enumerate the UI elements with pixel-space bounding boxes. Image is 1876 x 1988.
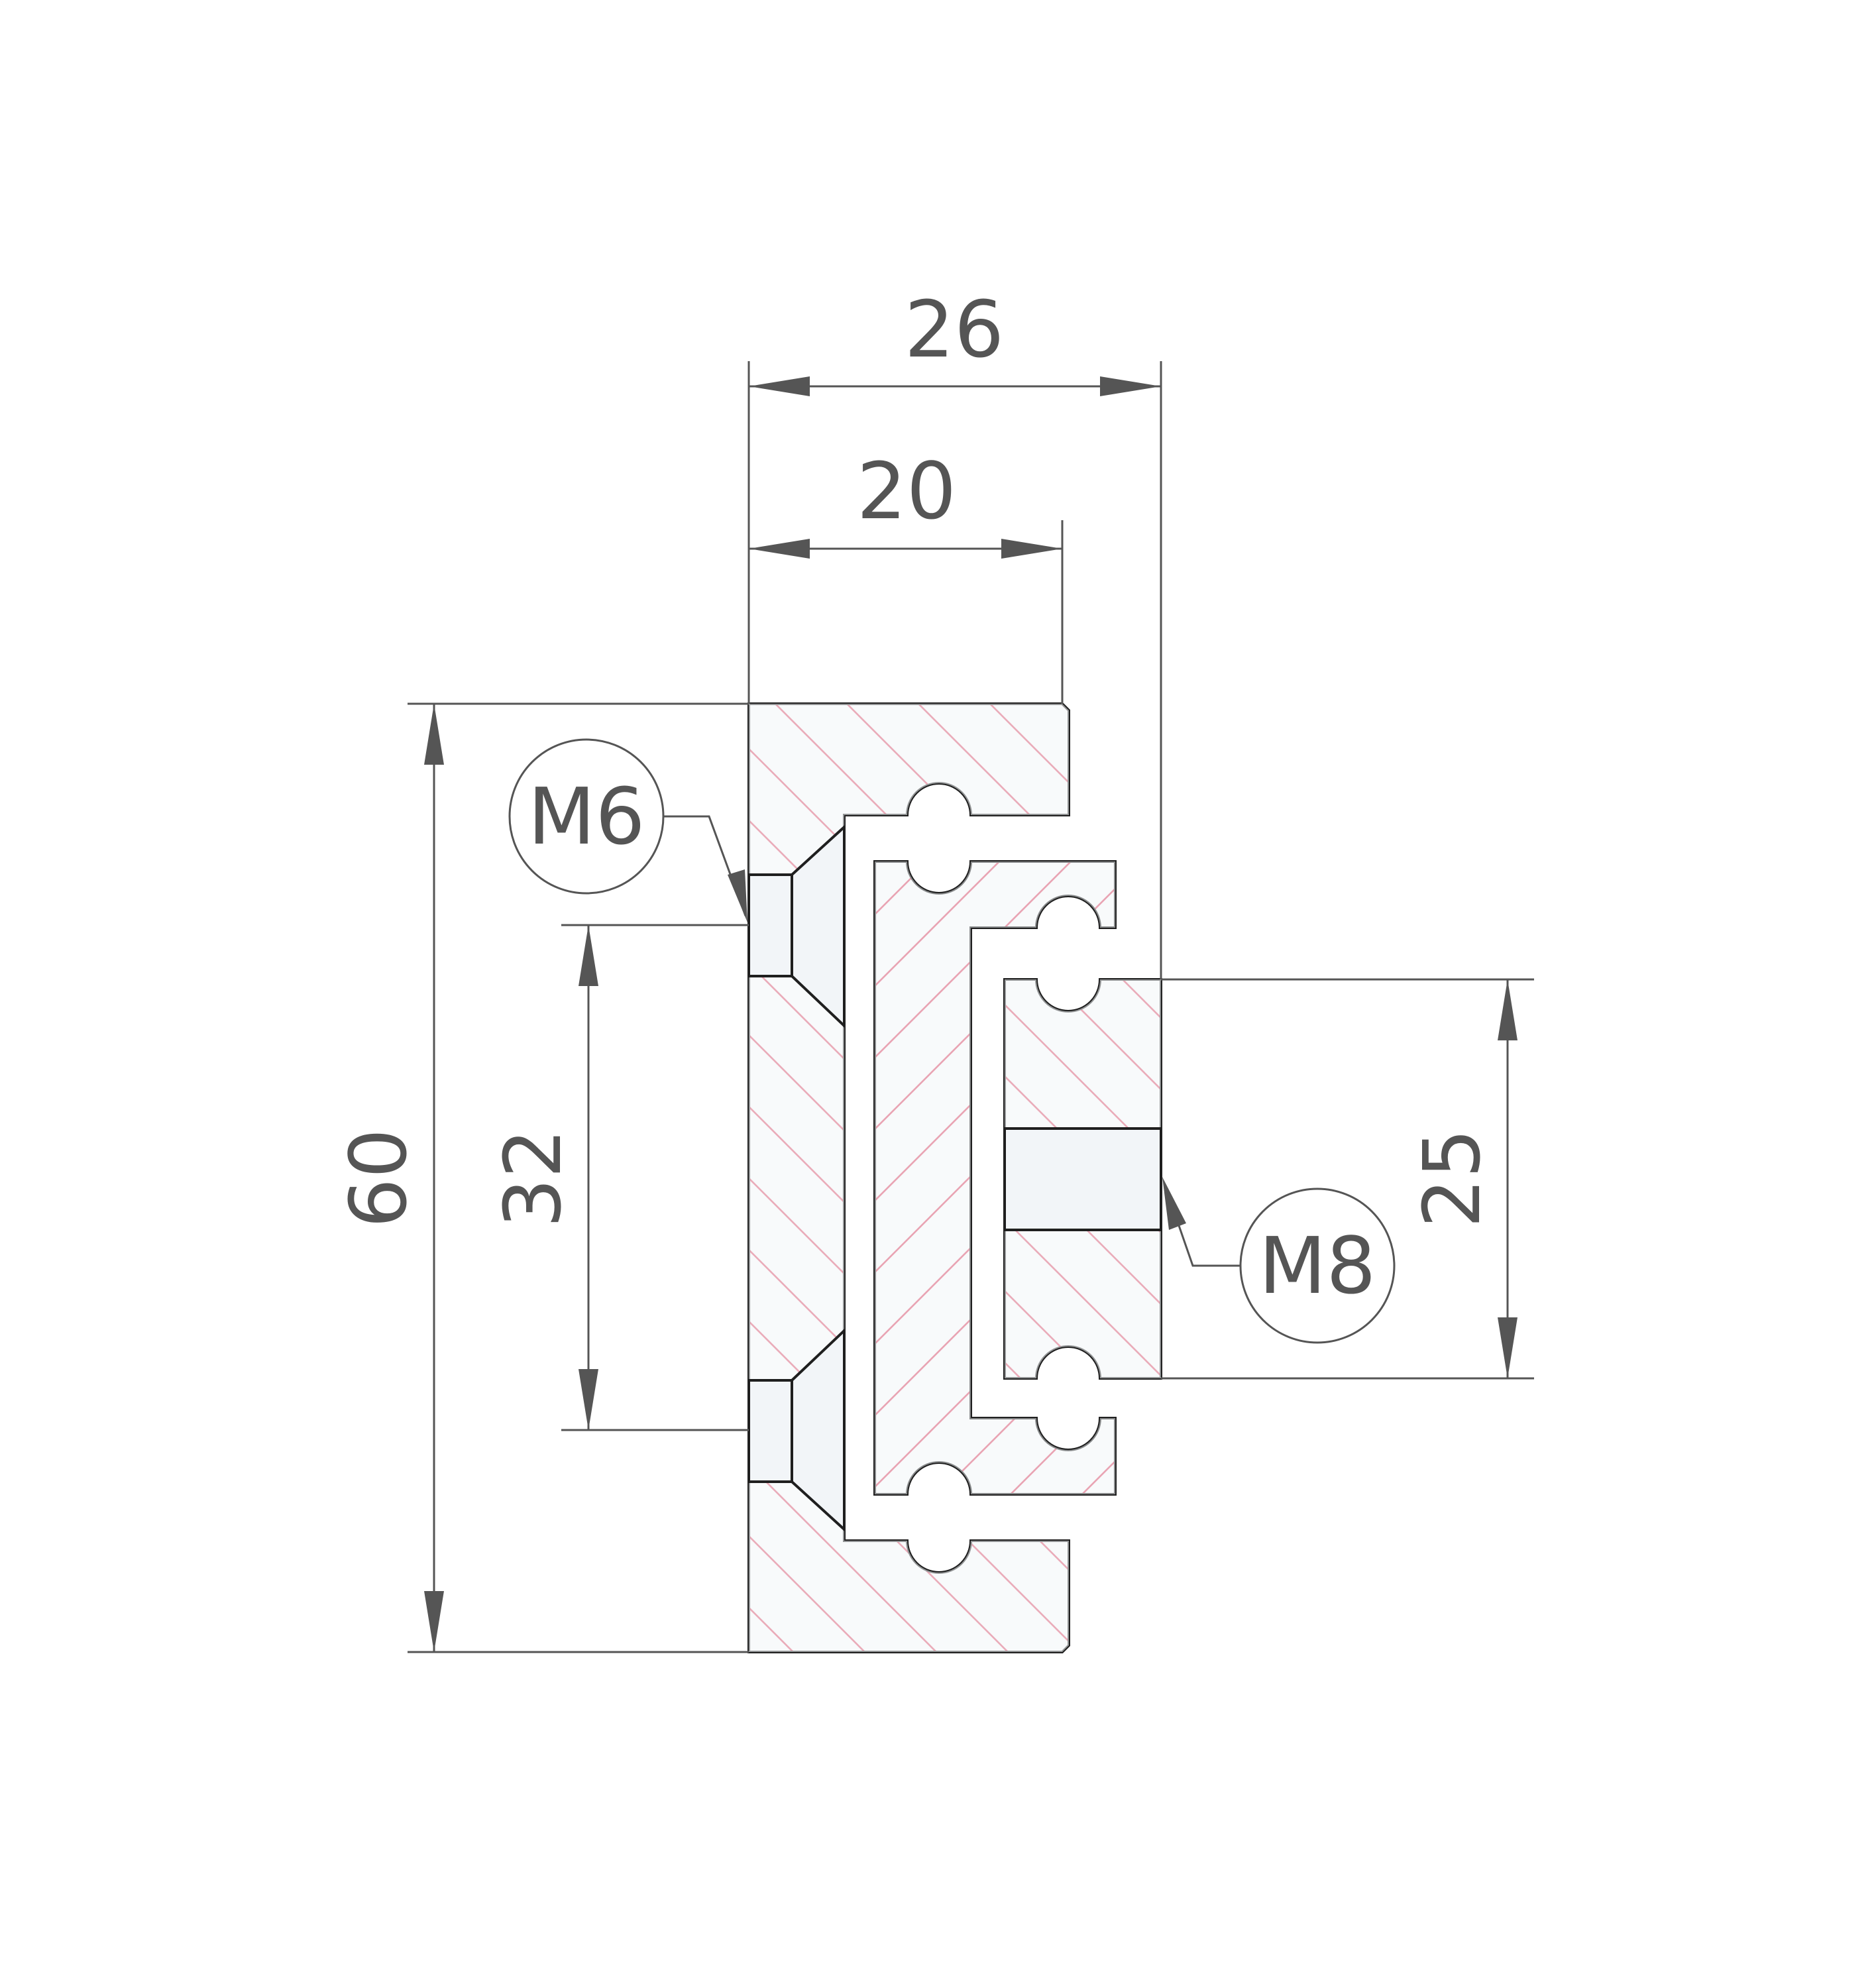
extension-lines: [408, 361, 1534, 1653]
mounting-hole-lower: [747, 1327, 846, 1533]
carriage-threaded-hole: [1003, 1127, 1162, 1231]
dimension-inner-width: 20: [857, 445, 956, 537]
dimension-lines: [424, 376, 1517, 1652]
dimension-overall-width: 26: [905, 284, 1004, 375]
callout-left-label: M6: [528, 771, 645, 862]
callout-left: M6: [508, 738, 747, 922]
dimension-overall-height: 60: [333, 1129, 424, 1228]
callout-right-label: M8: [1259, 1220, 1376, 1311]
intermediate-slide: [873, 860, 1117, 1496]
dimension-hole-spacing: 32: [487, 1129, 579, 1228]
dimension-carriage-height: 25: [1406, 1129, 1498, 1228]
mounting-hole-upper: [747, 824, 846, 1029]
callout-right: M8: [1162, 1177, 1396, 1344]
